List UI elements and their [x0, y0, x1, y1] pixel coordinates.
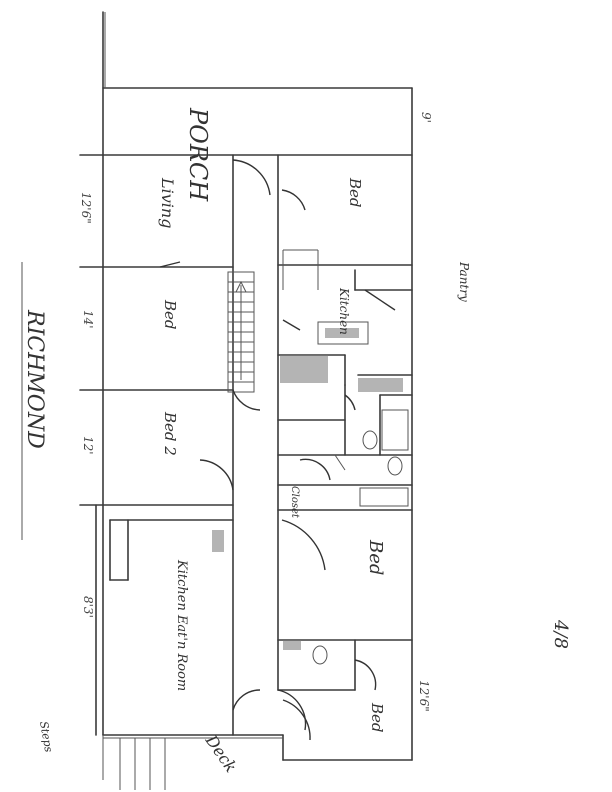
room-bed-bottom: Bed [368, 702, 386, 733]
room-pantry: Pantry [457, 261, 471, 302]
room-kitchen-family: Kitchen Eat'n Room [174, 559, 189, 691]
room-bed-large: Bed [365, 539, 386, 575]
label-deck: Deck [201, 731, 241, 776]
door-swings [159, 159, 396, 731]
dim-bed2: 12' [81, 436, 95, 455]
hatched-areas [280, 355, 403, 650]
dim-kitchen: 8'3' [81, 596, 95, 618]
room-porch: PORCH [184, 107, 212, 202]
sheet-number: 4/8 [550, 619, 571, 649]
label-steps: Steps [37, 720, 55, 753]
room-bed-top: Bed [346, 177, 364, 208]
dim-living: 12'6" [79, 192, 93, 224]
interior-walls [79, 154, 413, 736]
bath-fixtures [312, 409, 409, 665]
eat-in-counter [109, 519, 234, 581]
room-closet: Closet [289, 486, 300, 519]
dim-porch: 9' [419, 112, 433, 123]
room-bed2: Bed 2 [161, 411, 179, 456]
room-kitchen-upper: Kitchen [337, 287, 351, 335]
kitchen-counter [317, 321, 369, 345]
stairs [227, 271, 255, 393]
room-bed-mid: Bed [161, 299, 179, 330]
dim-bed-mid: 14' [81, 310, 95, 329]
exterior-walls [79, 11, 413, 761]
title-label: RICHMOND [22, 309, 47, 449]
dim-bed-bottom: 12'6" [417, 680, 431, 712]
deck [102, 699, 311, 790]
room-living: Living [158, 177, 177, 228]
